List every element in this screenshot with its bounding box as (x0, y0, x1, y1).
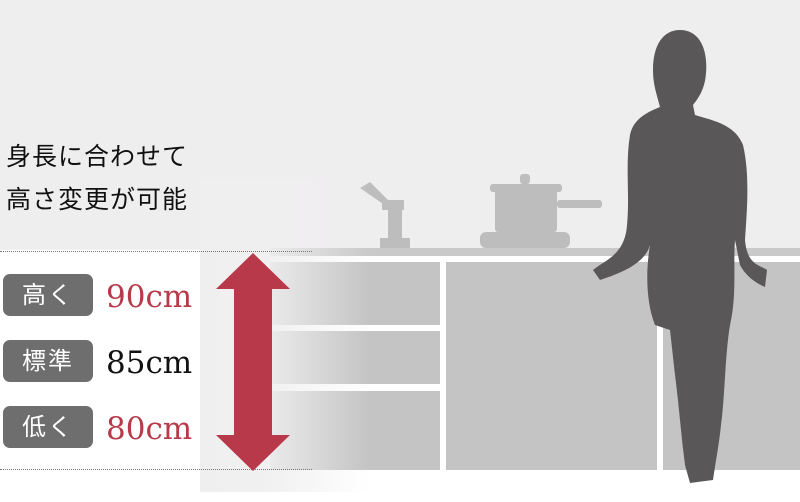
pot-icon (480, 174, 602, 248)
value-high: 90cm (106, 279, 193, 315)
badge-standard: 標準 (3, 340, 93, 382)
badge-high: 高く (3, 274, 93, 316)
badge-low: 低く (3, 406, 93, 448)
value-standard: 85cm (106, 345, 193, 381)
cabinet-door (446, 262, 657, 470)
heading-line1: 身長に合わせて (6, 142, 189, 171)
top-guide-line (0, 251, 312, 252)
bottom-guide-line (0, 469, 312, 470)
faucet-and-stove (360, 174, 602, 248)
double-vertical-arrow-icon (216, 253, 290, 471)
value-low: 80cm (106, 411, 193, 447)
heading-line2: 高さ変更が可能 (6, 185, 189, 214)
countertop (270, 248, 800, 256)
person-silhouette-icon (593, 30, 767, 483)
